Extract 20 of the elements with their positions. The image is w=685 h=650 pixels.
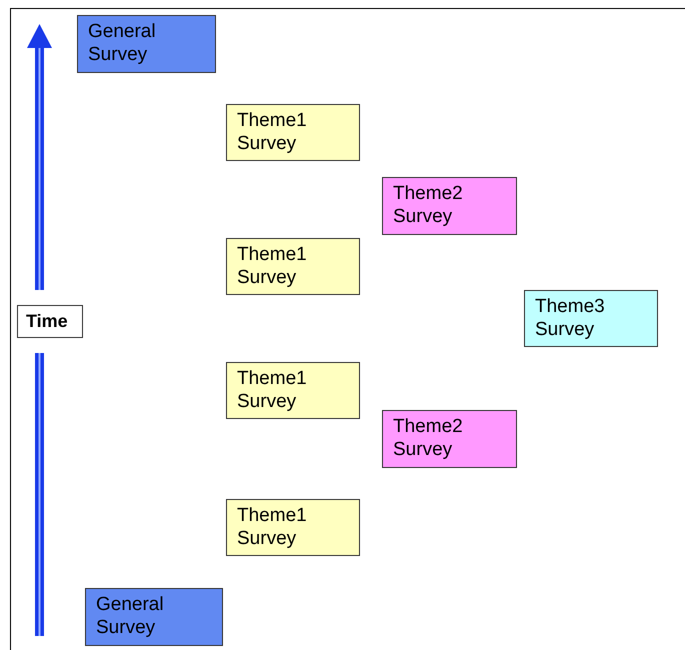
survey-box xyxy=(382,177,517,235)
axis-label-box xyxy=(17,305,83,338)
axis-label: Time xyxy=(26,310,69,333)
survey-box xyxy=(226,238,360,295)
survey-label: Theme2 Survey xyxy=(393,182,464,228)
survey-box xyxy=(226,499,360,556)
survey-label: Theme1 Survey xyxy=(237,243,308,289)
survey-label: General Survey xyxy=(96,593,165,639)
survey-box xyxy=(382,410,517,468)
survey-box xyxy=(226,362,360,419)
survey-label: General Survey xyxy=(88,20,157,66)
survey-label: Theme1 Survey xyxy=(237,504,308,550)
survey-box xyxy=(226,104,360,161)
survey-box xyxy=(85,588,223,646)
survey-label: Theme1 Survey xyxy=(237,109,308,155)
survey-box xyxy=(77,15,216,73)
survey-label: Theme2 Survey xyxy=(393,415,464,461)
survey-label: Theme3 Survey xyxy=(535,295,606,341)
survey-box xyxy=(524,290,658,347)
survey-label: Theme1 Survey xyxy=(237,367,308,413)
